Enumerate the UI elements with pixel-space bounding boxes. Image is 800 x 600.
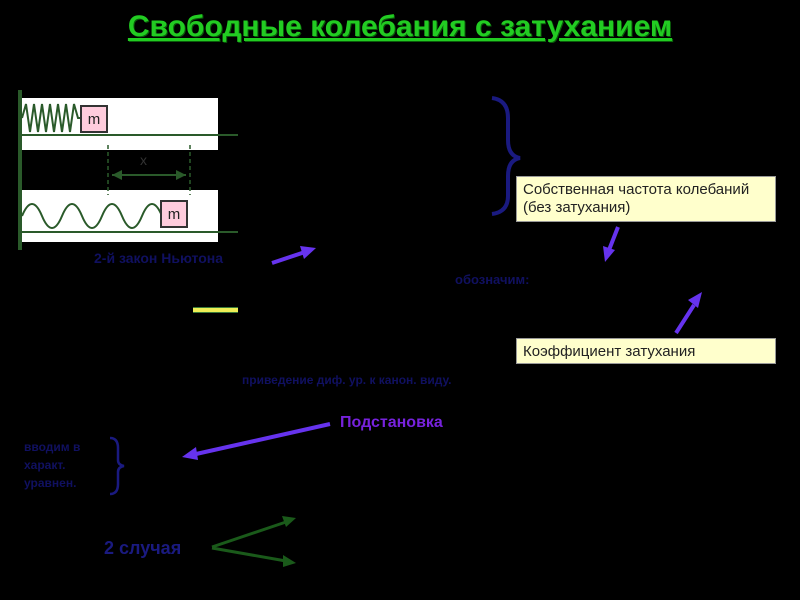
right-brace-icon bbox=[491, 96, 521, 216]
designate-label: обозначим: bbox=[455, 272, 530, 287]
mass-bottom: m bbox=[160, 200, 188, 228]
displacement-label: x bbox=[140, 152, 147, 168]
mass-top: m bbox=[80, 105, 108, 133]
newton-label: 2-й закон Ньютона bbox=[94, 250, 224, 266]
top-spring bbox=[21, 103, 82, 133]
two-cases-label: 2 случая bbox=[104, 538, 182, 558]
natural-frequency-box: Собственная частота колебаний (без затух… bbox=[516, 176, 776, 222]
page-title: Свободные колебания с затуханием bbox=[127, 10, 673, 43]
bottom-spring bbox=[21, 203, 163, 229]
damping-coefficient-box: Коэффициент затухания bbox=[516, 338, 776, 364]
small-brace-icon bbox=[109, 436, 125, 496]
substitution-label: Подстановка bbox=[340, 414, 443, 431]
equation-bar bbox=[193, 307, 238, 313]
canonical-form-label: приведение диф. ур. к канон. виду. bbox=[242, 373, 452, 387]
characteristic-equation-label: вводим в характ. уравнен. bbox=[24, 440, 81, 490]
